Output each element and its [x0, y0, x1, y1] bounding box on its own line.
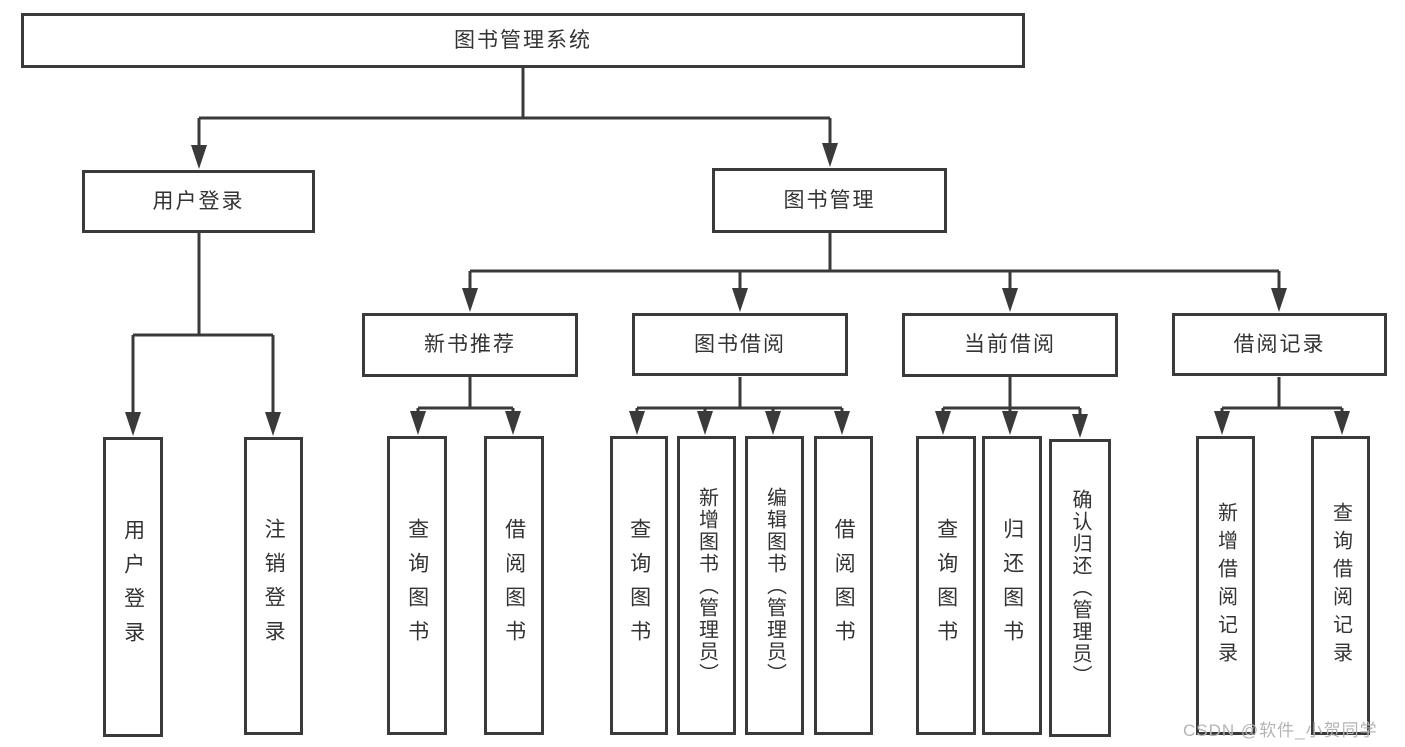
- leaf-query-borrow-record: 查询借阅记录: [1311, 436, 1370, 735]
- arrowhead-icon: [834, 411, 850, 435]
- arrowhead-icon: [1271, 288, 1287, 312]
- leaf-query-books-recommend: 查询图书: [387, 436, 447, 735]
- node-borrowing-records: 借阅记录: [1172, 313, 1387, 376]
- leaf-return-books: 归还图书: [982, 436, 1042, 735]
- leaf-borrow-books: 借阅图书: [814, 436, 873, 735]
- arrowhead-icon: [697, 411, 713, 435]
- node-book-management: 图书管理: [712, 168, 947, 233]
- node-current-borrowing: 当前借阅: [902, 313, 1118, 377]
- arrowhead-icon: [1002, 288, 1018, 312]
- leaf-user-login: 用户登录: [103, 437, 163, 737]
- arrowhead-icon: [462, 288, 478, 312]
- arrowheads: [125, 143, 1350, 438]
- node-book-borrowing: 图书借阅: [632, 313, 848, 376]
- leaf-add-books-admin: 新增图书（管理员）: [677, 436, 736, 735]
- leaf-logout: 注销登录: [244, 437, 303, 735]
- csdn-watermark: CSDN @软件_小贺同学: [1183, 721, 1378, 740]
- arrowhead-icon: [265, 412, 281, 436]
- arrowhead-icon: [732, 288, 748, 312]
- leaf-borrow-books-recommend: 借阅图书: [484, 436, 544, 735]
- arrowhead-icon: [191, 145, 207, 169]
- arrowhead-icon: [1072, 414, 1088, 438]
- arrowhead-icon: [1334, 411, 1350, 435]
- arrowhead-icon: [1002, 411, 1018, 435]
- leaf-confirm-return-admin: 确认归还（管理员）: [1049, 439, 1111, 737]
- leaf-query-books-current: 查询图书: [916, 436, 976, 735]
- node-new-book-recommendation: 新书推荐: [362, 313, 578, 377]
- leaf-add-borrow-record: 新增借阅记录: [1196, 436, 1255, 735]
- arrowhead-icon: [822, 143, 838, 167]
- node-user-login: 用户登录: [82, 170, 315, 233]
- arrowhead-icon: [765, 411, 781, 435]
- arrowhead-icon: [629, 411, 645, 435]
- arrowhead-icon: [935, 411, 951, 435]
- arrowhead-icon: [505, 411, 521, 435]
- leaf-edit-books-admin: 编辑图书（管理员）: [745, 436, 804, 735]
- node-library-management-system: 图书管理系统: [21, 13, 1025, 68]
- arrowhead-icon: [125, 412, 141, 436]
- arrowhead-icon: [1214, 411, 1230, 435]
- arrowhead-icon: [410, 411, 426, 435]
- leaf-query-books-borrow: 查询图书: [610, 436, 668, 735]
